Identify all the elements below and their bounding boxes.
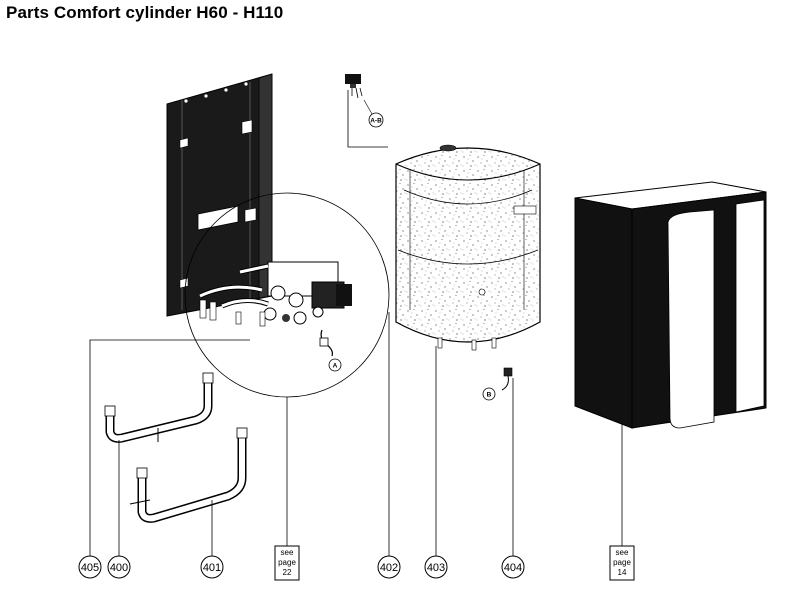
- pipe-401: [129, 427, 248, 523]
- sensor-part-b: B: [482, 367, 513, 401]
- callout-402-label: 402: [380, 562, 398, 574]
- see-box-2-line1: see: [616, 548, 629, 557]
- detail-label-ab: A-B: [370, 118, 382, 125]
- see-page-14-box: see page 14: [609, 545, 635, 581]
- callout-401: 401: [200, 555, 224, 579]
- callout-403-label: 403: [427, 562, 445, 574]
- page-title: Parts Comfort cylinder H60 - H110: [6, 3, 284, 22]
- callout-405: 405: [78, 555, 102, 579]
- outer-casing: [574, 181, 767, 429]
- see-box-2-line3: 14: [618, 568, 627, 577]
- detail-label-ab-circle: [368, 112, 384, 128]
- see-box-1-line1: see: [281, 548, 294, 557]
- see-box-1-line2: page: [278, 558, 296, 567]
- callout-401-label: 401: [203, 562, 221, 574]
- callout-405-label: 405: [81, 562, 99, 574]
- see-page-22-box: see page 22: [274, 545, 300, 581]
- back-panel-frame: [166, 73, 273, 321]
- detail-label-a: A: [333, 363, 338, 370]
- sensor-part-ab: A-B: [345, 74, 388, 148]
- pipe-400: [104, 372, 214, 443]
- see-box-1-line3: 22: [283, 568, 292, 577]
- callout-404: 404: [501, 555, 525, 579]
- detail-label-b-circle: [482, 387, 496, 401]
- callout-404-label: 404: [504, 562, 522, 574]
- callout-400-label: 400: [110, 562, 128, 574]
- callout-403: 403: [424, 555, 448, 579]
- insulated-cylinder: [395, 144, 541, 351]
- leader-lines: [89, 312, 623, 556]
- callout-402: 402: [377, 555, 401, 579]
- valve-part-a: A: [319, 329, 342, 372]
- detail-label-a-circle: [328, 358, 342, 372]
- detail-label-b: B: [487, 392, 492, 399]
- see-box-2-line2: page: [613, 558, 631, 567]
- callout-400: 400: [107, 555, 131, 579]
- hydraulic-assembly: [198, 261, 352, 327]
